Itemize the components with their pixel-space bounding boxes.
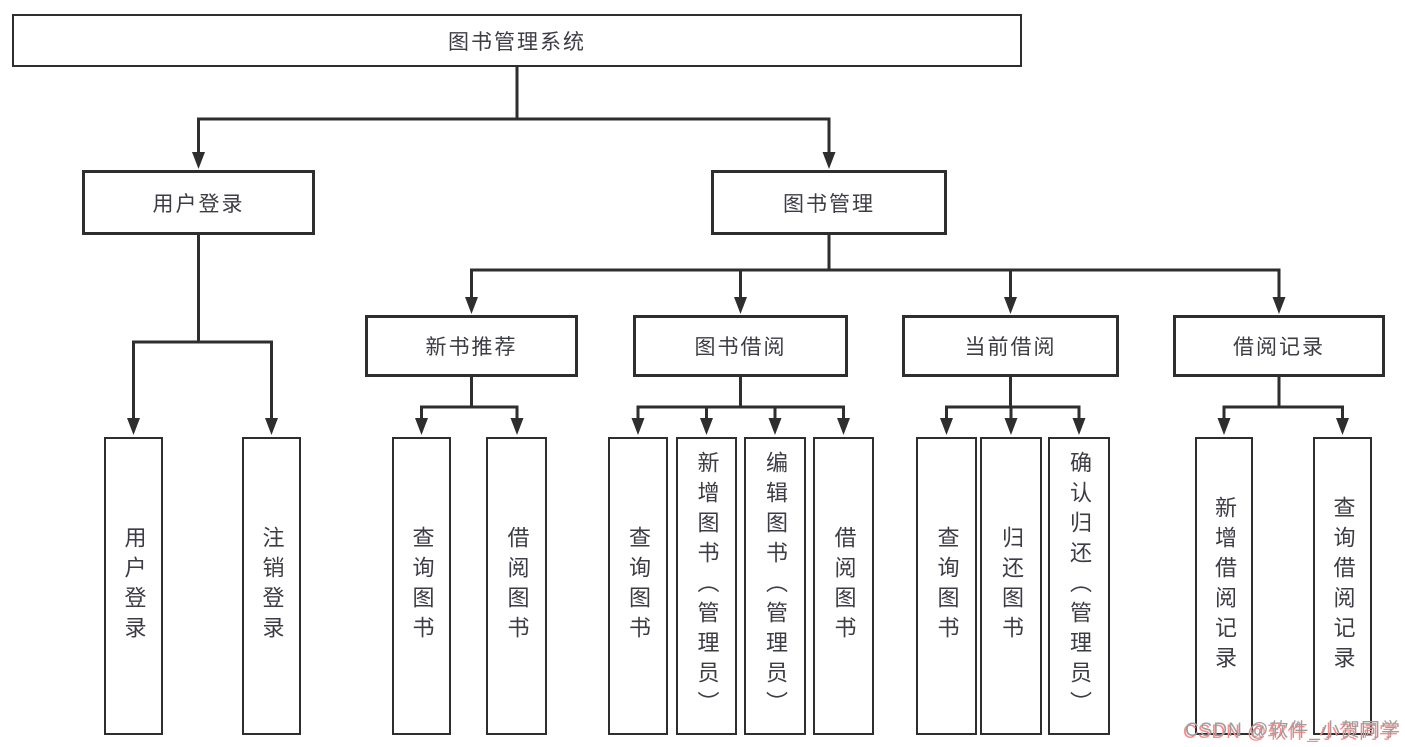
node-label: 新书推荐 (425, 336, 518, 359)
node-borrow-records: 借阅记录 (1173, 315, 1385, 377)
leaf-add-borrow-record: 新增借阅记录 (1195, 437, 1253, 735)
leaf-edit-book-admin: 编辑图书（管理员） (744, 437, 806, 735)
node-label: 当前借阅 (964, 336, 1057, 359)
leaf-return-book: 归还图书 (980, 437, 1042, 735)
node-label: 图书管理 (783, 192, 875, 216)
arrowheads (127, 152, 1349, 435)
node-label: 新增图书（管理员） (694, 451, 720, 721)
node-label: 借阅图书 (831, 526, 857, 646)
node-new-book-recommend: 新书推荐 (365, 315, 578, 377)
node-label: 用户登录 (152, 192, 245, 216)
node-label: 图书管理系统 (448, 30, 586, 54)
leaf-query-book-recommend: 查询图书 (392, 437, 451, 735)
leaf-logout: 注销登录 (242, 437, 301, 735)
node-root-library-system: 图书管理系统 (12, 14, 1022, 67)
leaf-query-book-borrow: 查询图书 (608, 437, 668, 735)
node-user-login: 用户登录 (82, 170, 315, 235)
node-label: 借阅图书 (504, 526, 530, 646)
node-label: 查询图书 (934, 526, 960, 646)
leaf-query-borrow-record: 查询借阅记录 (1313, 437, 1372, 735)
node-current-borrow: 当前借阅 (902, 315, 1119, 377)
leaf-borrow-book: 借阅图书 (813, 437, 874, 735)
leaf-user-login: 用户登录 (104, 437, 163, 735)
node-label: 图书借阅 (694, 336, 787, 359)
leaf-borrow-book-recommend: 借阅图书 (486, 437, 547, 735)
leaf-confirm-return-admin: 确认归还（管理员） (1048, 437, 1110, 735)
leaf-query-book-current: 查询图书 (916, 437, 977, 735)
node-label: 注销登录 (259, 526, 285, 646)
node-label: 查询图书 (409, 526, 435, 646)
node-label: 编辑图书（管理员） (763, 451, 788, 721)
node-label: 借阅记录 (1233, 336, 1325, 359)
node-book-borrow: 图书借阅 (633, 315, 848, 377)
node-label: 查询借阅记录 (1330, 496, 1356, 676)
node-label: 查询图书 (626, 526, 651, 646)
csdn-watermark: CSDN @软件_小贺同学 (1185, 720, 1401, 741)
node-label: 归还图书 (999, 526, 1024, 646)
node-label: 用户登录 (121, 526, 147, 646)
node-book-management: 图书管理 (711, 170, 947, 235)
node-label: 新增借阅记录 (1212, 496, 1237, 676)
leaf-add-book-admin: 新增图书（管理员） (676, 437, 737, 735)
node-label: 确认归还（管理员） (1067, 451, 1092, 721)
